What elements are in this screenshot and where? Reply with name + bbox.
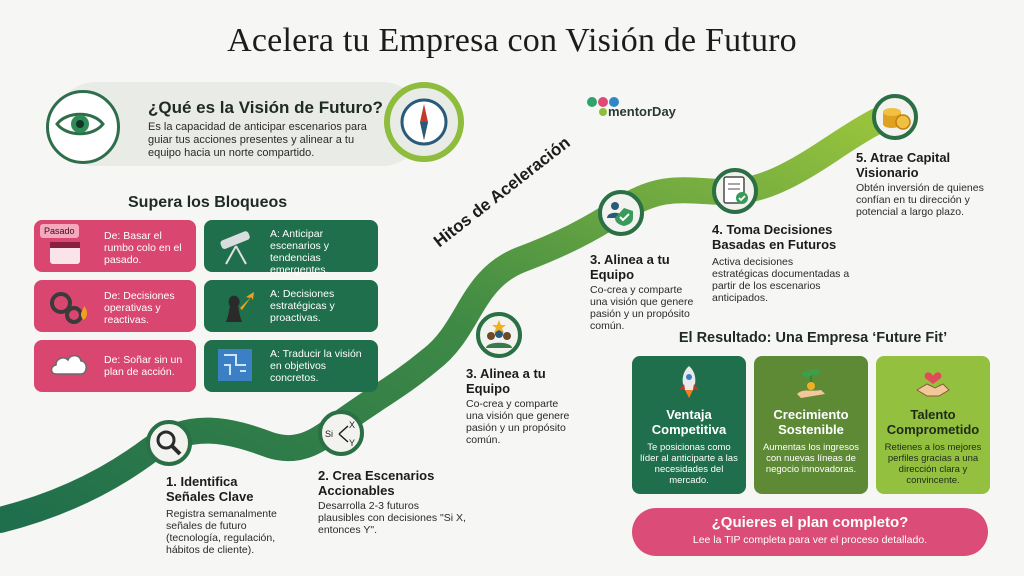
blocker-to-2: A: Decisiones estratégicas y proactivas. (204, 280, 378, 332)
page-title: Acelera tu Empresa con Visión de Futuro (227, 22, 797, 59)
blocker-from-text: De: Decisiones operativas y reactivas. (104, 290, 175, 326)
eye-icon (55, 112, 105, 136)
result-card-text: Te posicionas como líder al anticiparte … (640, 442, 738, 486)
document-check-icon (723, 176, 748, 204)
blocker-to-text: A: Traducir la visión en objetivos concr… (270, 348, 362, 384)
vision-text: Es la capacidad de anticipar escenarios … (148, 121, 367, 159)
result-card-text: Aumentas los ingresos con nuevas líneas … (762, 442, 860, 475)
step-5-heading: 5. Atrae Capital Visionario (856, 150, 951, 180)
result-card-title: Talento Comprometido (886, 407, 980, 437)
step-2-text: Desarrolla 2-3 futuros plausibles con de… (318, 500, 466, 536)
result-heading: El Resultado: Una Empresa ‘Future Fit’ (678, 330, 948, 346)
step-3a-text: Co-crea y comparte una visión que genere… (466, 398, 570, 446)
vision-heading: ¿Qué es la Visión de Futuro? (148, 98, 383, 117)
hand-plant-icon (797, 369, 825, 398)
step-1-text: Registra semanalmente señales de futuro … (166, 508, 277, 556)
compass-badge (384, 82, 464, 162)
step-2-heading: 2. Crea Escenarios Accionables (318, 468, 435, 498)
branch-label-x: X (349, 420, 355, 430)
brand-name: mentorDay (608, 104, 676, 119)
result-card-1: Ventaja Competitiva Te posicionas como l… (632, 356, 746, 494)
eye-badge (46, 90, 120, 164)
step-5-node (872, 94, 918, 140)
step-3b-heading: 3. Alinea a tu Equipo (590, 252, 670, 282)
blocker-to-1: A: Anticipar escenarios y tendencias eme… (204, 220, 378, 276)
step-3b-text: Co-crea y comparte una visión que genere… (590, 284, 694, 332)
blocker-from-text: De: Soñar sin un plan de acción. (104, 354, 183, 378)
result-card-3: Talento Comprometido Retienes a los mejo… (876, 356, 990, 494)
magnifier-icon (156, 430, 182, 456)
step-5-text: Obtén inversión de quienes confían en tu… (856, 182, 984, 218)
calendar-icon (50, 242, 80, 264)
handshake-heart-icon (916, 372, 950, 397)
branch-label-y: Y (349, 438, 355, 448)
mentorday-logo-icon (587, 97, 619, 116)
step-2-node: Si X Y (318, 410, 364, 456)
blocker-to-text: A: Anticipar escenarios y tendencias eme… (270, 228, 329, 276)
blocker-to-text: A: Decisiones estratégicas y proactivas. (270, 288, 335, 324)
result-card-text: Retienes a los mejores perfiles gracias … (884, 442, 982, 486)
telescope-icon (220, 231, 250, 265)
cloud-icon (50, 354, 87, 375)
result-card-title: Crecimiento Sostenible (773, 407, 849, 437)
cta-text: Lee la TIP completa para ver el proceso … (692, 534, 928, 546)
rocket-icon (679, 366, 699, 398)
blocker-from-2: De: Decisiones operativas y reactivas. (34, 280, 196, 332)
blocker-from-3: De: Soñar sin un plan de acción. (34, 340, 196, 392)
blockers-heading: Supera los Bloqueos (128, 194, 288, 211)
blocker-from-text: De: Basar el rumbo colo en el pasado. (104, 230, 182, 266)
step-1-heading: 1. Identifica Señales Clave (166, 474, 254, 504)
step-4-heading: 4. Toma Decisiones Basadas en Futuros (712, 222, 837, 252)
chess-arrow-icon (226, 292, 254, 322)
team-shield-icon (607, 202, 633, 226)
branch-label-si: Si (325, 429, 333, 439)
step-1-node (146, 420, 192, 466)
gears-fire-icon (50, 292, 87, 324)
coins-icon (883, 108, 911, 130)
cta-button[interactable]: ¿Quieres el plan completo? Lee la TIP co… (632, 508, 988, 556)
blocker-tag: Pasado (40, 224, 79, 238)
step-3a-heading: 3. Alinea a tu Equipo (466, 366, 546, 396)
branch-icon: Si X Y (325, 420, 355, 448)
team-star-icon (486, 320, 512, 348)
compass-icon (400, 98, 448, 146)
result-card-title: Ventaja Competitiva (651, 407, 727, 437)
step-3a-node (476, 312, 522, 358)
cta-heading: ¿Quieres el plan completo? (711, 514, 909, 531)
blocker-from-1: Pasado De: Basar el rumbo colo en el pas… (34, 220, 196, 272)
result-card-2: Crecimiento Sostenible Aumentas los ingr… (754, 356, 868, 494)
blueprint-icon (218, 349, 252, 381)
step-3b-node (598, 190, 644, 236)
step-4-text: Activa decisiones estratégicas documenta… (712, 256, 850, 304)
step-4-node (712, 168, 758, 214)
blocker-to-3: A: Traducir la visión en objetivos concr… (204, 340, 378, 392)
